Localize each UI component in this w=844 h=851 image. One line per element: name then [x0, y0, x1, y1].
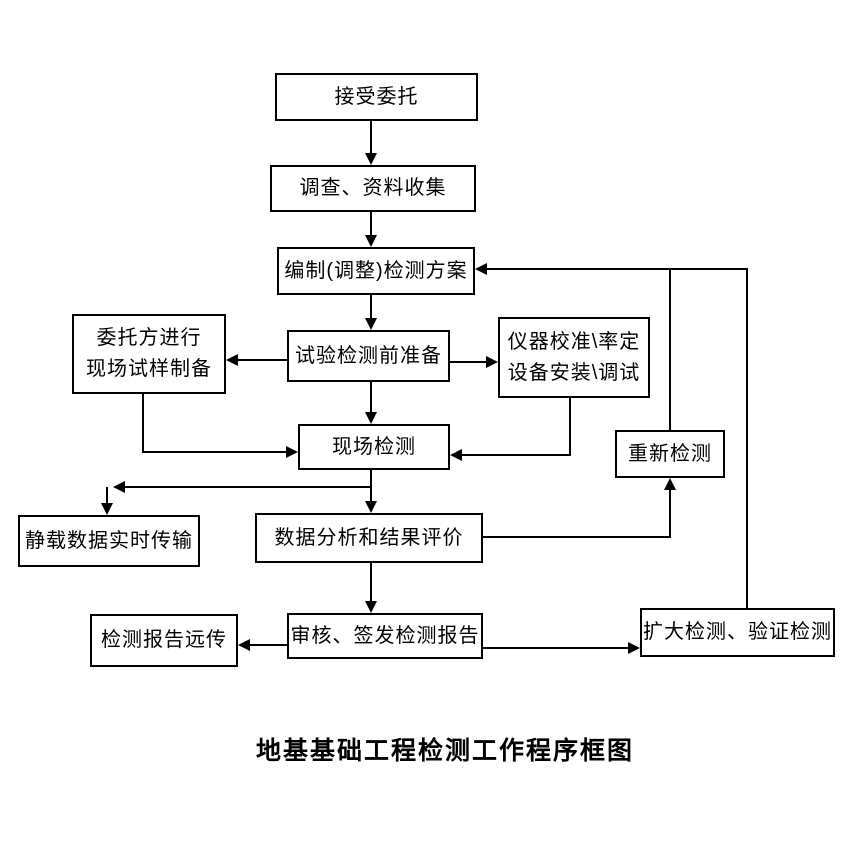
node-label-line1: 仪器校准\率定 [507, 330, 641, 353]
arrowhead-down [365, 412, 377, 424]
node-accept-commission: 接受委托 [275, 73, 478, 121]
node-data-analysis-evaluation: 数据分析和结果评价 [255, 513, 483, 563]
arrowhead-down [101, 503, 113, 515]
node-label: 数据分析和结果评价 [274, 526, 464, 549]
node-retest: 重新检测 [615, 430, 725, 478]
node-report-remote-transfer: 检测报告远传 [90, 614, 238, 667]
node-expanded-verification-testing: 扩大检测、验证检测 [640, 608, 835, 657]
node-label: 编制(调整)检测方案 [284, 259, 468, 282]
node-label: 扩大检测、验证检测 [643, 621, 832, 643]
node-label-line1: 委托方进行 [96, 327, 202, 349]
arrowhead-down [365, 318, 377, 330]
arrowhead-left [113, 481, 125, 493]
node-label: 审核、签发检测报告 [290, 624, 480, 647]
node-static-load-realtime-transfer: 静载数据实时传输 [18, 515, 200, 567]
node-pretest-preparation: 试验检测前准备 [287, 330, 450, 382]
node-label: 检测报告远传 [101, 629, 227, 651]
node-instrument-calibration-setup: 仪器校准\率定 设备安装\调试 [498, 317, 650, 398]
node-review-issue-report: 审核、签发检测报告 [287, 613, 483, 659]
arrowhead-right [286, 446, 298, 458]
node-label: 重新检测 [628, 442, 712, 465]
arrowhead-down [365, 153, 377, 165]
arrowhead-left [475, 263, 487, 275]
node-label: 调查、资料收集 [299, 177, 447, 199]
diagram-title: 地基基础工程检测工作程序框图 [255, 737, 634, 765]
arrowhead-down [365, 501, 377, 513]
node-label-line2: 现场试样制备 [86, 358, 212, 380]
node-label: 试验检测前准备 [295, 344, 442, 367]
node-onsite-testing: 现场检测 [298, 424, 450, 470]
node-label: 接受委托 [334, 85, 419, 108]
arrowhead-down [365, 235, 377, 247]
node-label-line2: 设备安装\调试 [507, 361, 641, 384]
arrowhead-right [628, 642, 640, 654]
node-prepare-adjust-plan: 编制(调整)检测方案 [277, 247, 475, 295]
arrowhead-left [238, 639, 250, 651]
arrowhead-right [486, 356, 498, 368]
arrowhead-left [450, 449, 462, 461]
arrowhead-up [664, 478, 676, 490]
node-survey-data-collection: 调查、资料收集 [270, 165, 476, 212]
node-label: 静载数据实时传输 [25, 529, 193, 552]
node-client-sample-preparation: 委托方进行 现场试样制备 [72, 314, 226, 394]
node-label: 现场检测 [332, 435, 416, 458]
arrowhead-down [365, 601, 377, 613]
arrowhead-left [226, 354, 238, 366]
